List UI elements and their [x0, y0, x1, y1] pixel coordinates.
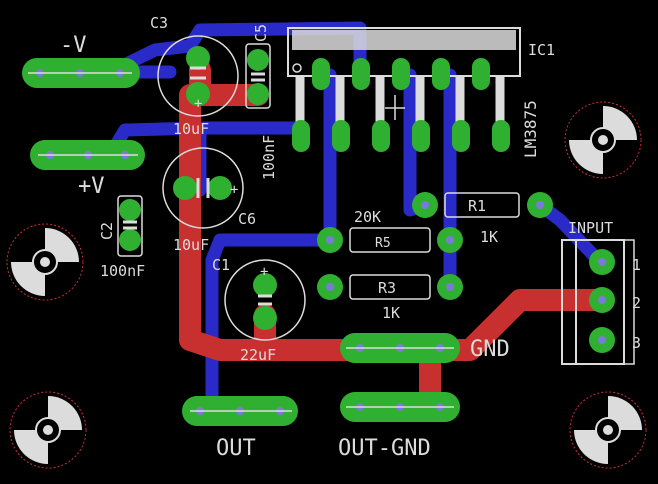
label-r3: R3 [378, 279, 396, 297]
label-input: INPUT [568, 219, 613, 237]
drill-holes [36, 69, 606, 415]
label-c5-value: 100nF [260, 135, 278, 180]
label-gnd: GND [470, 337, 510, 362]
svg-text:+: + [194, 96, 202, 112]
label-c2: C2 [98, 222, 116, 240]
label-pos-v: +V [78, 174, 105, 199]
label-pin1: 1 [632, 256, 641, 274]
label-c3: C3 [150, 14, 168, 32]
label-r5-value: 20K [354, 208, 381, 226]
mounting-hole-left-mid [6, 223, 84, 301]
label-c2-value: 100nF [100, 262, 145, 280]
label-pin2: 2 [632, 294, 641, 312]
label-out-gnd: OUT-GND [338, 436, 431, 461]
label-c1: C1 [212, 256, 230, 274]
mounting-hole-right-bottom [569, 391, 647, 469]
mounting-hole-right-top [564, 101, 642, 179]
label-c6: C6 [238, 210, 256, 228]
mounting-holes [6, 101, 647, 469]
label-c6-value: 10uF [173, 236, 209, 254]
label-neg-v: -V [60, 33, 87, 58]
label-r3-value: 1K [382, 304, 400, 322]
label-c3-value: 10uF [173, 120, 209, 138]
label-pin3: 3 [632, 334, 641, 352]
svg-text:+: + [260, 264, 268, 280]
label-r1-value: 1K [480, 228, 498, 246]
silkscreen [117, 35, 635, 365]
label-c1-value: 22uF [240, 346, 276, 364]
silk-marks [28, 66, 454, 412]
mounting-hole-left-bottom [9, 391, 87, 469]
label-ic1: IC1 [528, 41, 555, 59]
label-out: OUT [216, 436, 256, 461]
label-r5: R5 [375, 236, 391, 251]
label-c5: C5 [252, 24, 270, 42]
label-r1: R1 [468, 197, 486, 215]
svg-text:+: + [230, 182, 238, 198]
label-ic1-value: LM3875 [521, 100, 540, 158]
labels: -V +V OUT OUT-GND GND INPUT 1 2 3 IC1 LM… [60, 14, 641, 461]
polarity-marks: + + + [194, 96, 268, 280]
